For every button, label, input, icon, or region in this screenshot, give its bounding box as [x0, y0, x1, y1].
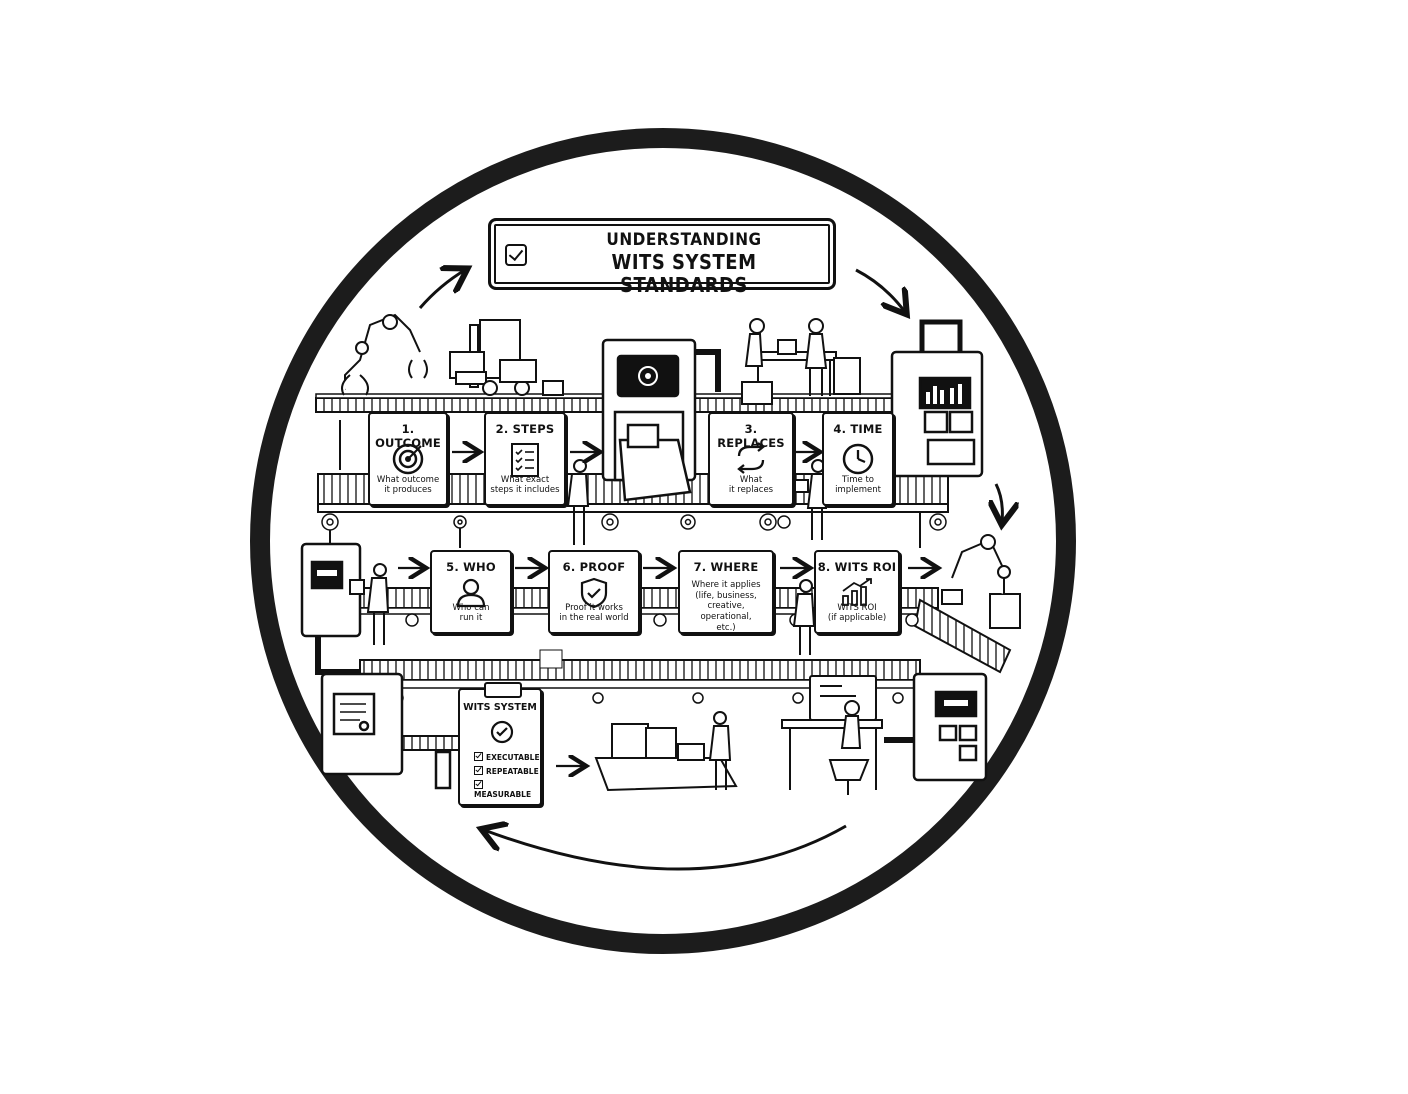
cycle-arrow-top-left	[418, 270, 465, 309]
clipboard-item-label: MEASURABLE	[474, 790, 532, 799]
card-description: What outcome it produces	[376, 474, 440, 496]
card-time: 4. TIME Time to implement	[822, 412, 894, 506]
card-description: Who can run it	[452, 602, 490, 624]
check-circle-icon	[490, 720, 514, 744]
card-title: 2. STEPS	[495, 422, 555, 436]
cycle-arrow-top-right	[855, 268, 905, 312]
card-title: 6. PROOF	[562, 560, 626, 574]
clipboard-title: WITS SYSTEM	[463, 702, 537, 713]
shipping-scale	[594, 711, 738, 792]
card-description: WITS ROI (if applicable)	[827, 602, 887, 624]
card-description: What exact steps it includes	[490, 474, 560, 496]
title-box: UNDERSTANDING WITS SYSTEM STANDARDS	[488, 218, 836, 296]
checkbox-icon	[474, 766, 483, 775]
checkbox-icon	[474, 780, 483, 789]
card-where: 7. WHERE Where it applies (life, busines…	[678, 550, 774, 634]
worker-mid-left	[349, 563, 390, 645]
cycle-arrow-bottom	[484, 826, 847, 871]
card-description: What it replaces	[728, 474, 774, 496]
replace-arrows-icon	[737, 442, 765, 474]
clipboard-item-label: REPEATABLE	[486, 767, 539, 776]
checklist-icon	[511, 443, 539, 477]
workers-table	[741, 318, 861, 405]
clipboard-item: EXECUTABLE	[474, 752, 540, 762]
card-description: Where it applies (life, business, creati…	[691, 580, 761, 633]
card-outcome: 1. OUTCOME What outcome it produces	[368, 412, 448, 506]
card-title: 1. OUTCOME	[375, 422, 441, 450]
outer-ring	[250, 128, 1076, 954]
card-steps: 2. STEPS What exact steps it includes	[484, 412, 566, 506]
card-description: Time to implement	[835, 474, 881, 496]
title-line-2: WITS SYSTEM STANDARDS	[611, 249, 757, 297]
card-replaces: 3. REPLACES What it replaces	[708, 412, 794, 506]
cycle-arrow-right	[996, 483, 1002, 522]
clipboard-clip	[484, 682, 522, 698]
computer-desk	[781, 675, 883, 795]
card-wits-roi: 8. WITS ROI WITS ROI (if applicable)	[814, 550, 900, 634]
machine-mid-left	[300, 542, 370, 675]
person-icon	[456, 578, 486, 608]
shield-check-icon	[580, 577, 608, 609]
card-description: Proof it works in the real world	[559, 602, 629, 624]
card-title: 3. REPLACES	[717, 422, 785, 450]
worker-inspector-top	[566, 459, 828, 545]
checkbox-icon	[474, 752, 483, 761]
card-who: 5. WHO Who can run it	[430, 550, 512, 634]
forklift	[449, 319, 564, 396]
wits-system-clipboard: WITS SYSTEM EXECUTABLE REPEATABLE MEASUR…	[458, 682, 542, 806]
clipboard-item-label: EXECUTABLE	[486, 753, 540, 762]
card-title: 5. WHO	[446, 560, 496, 574]
title-line-1: UNDERSTANDING	[606, 230, 762, 250]
scanner-machine	[601, 338, 721, 502]
checkbox-icon	[505, 244, 527, 266]
page-title: UNDERSTANDING WITS SYSTEM STANDARDS	[545, 230, 823, 297]
card-title: 4. TIME	[833, 422, 883, 436]
control-cabinet-right	[890, 319, 984, 478]
machine-bottom-left	[320, 672, 452, 790]
target-icon	[392, 443, 424, 475]
card-proof: 6. PROOF Proof it works in the real worl…	[548, 550, 640, 634]
clock-icon	[842, 443, 874, 475]
card-title: 7. WHERE	[693, 560, 759, 574]
machine-bottom-right	[884, 672, 988, 782]
clipboard-item: REPEATABLE	[474, 766, 539, 776]
robot-arm-left	[341, 313, 428, 396]
growth-chart-icon	[842, 578, 872, 606]
card-title: 8. WITS ROI	[817, 560, 897, 574]
robot-arm-right	[941, 534, 1021, 629]
clipboard-item: MEASURABLE	[474, 780, 540, 799]
